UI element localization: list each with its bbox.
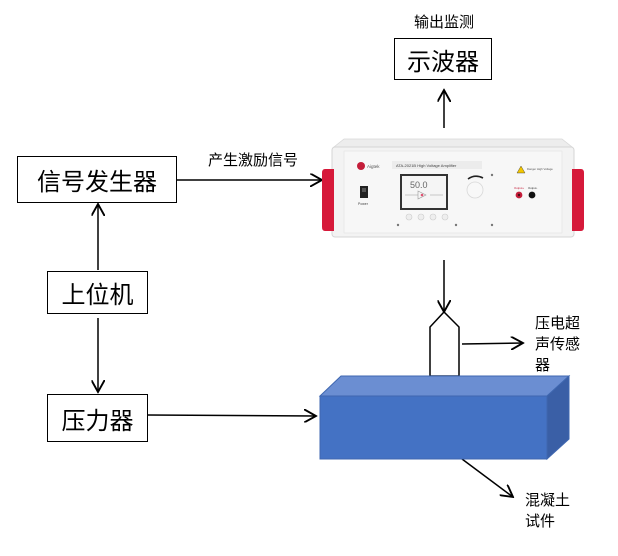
screw bbox=[454, 223, 458, 227]
high-voltage-warning-icon bbox=[516, 165, 526, 174]
specimen-label-line: 试件 bbox=[525, 512, 556, 530]
arrow-sensor-label bbox=[461, 343, 523, 344]
signal-generator-node: 信号发生器 bbox=[17, 156, 177, 203]
specimen-label-line: 混凝土 bbox=[525, 491, 571, 509]
display-screen bbox=[402, 176, 446, 208]
brand-name: Aigtek bbox=[367, 164, 380, 169]
signal-generator-label: 信号发生器 bbox=[37, 168, 157, 196]
screw bbox=[490, 173, 494, 177]
sensor-label-line: 压电超 bbox=[535, 314, 581, 332]
specimen-top-face bbox=[318, 375, 571, 397]
oscilloscope-caption: 输出监测 bbox=[414, 13, 475, 31]
arrow-specimen-label bbox=[461, 458, 513, 497]
sensor-label-line: 声传感 bbox=[535, 335, 581, 353]
display-signal-diagram bbox=[405, 190, 443, 200]
power-switch-rocker bbox=[362, 188, 366, 192]
control-knob bbox=[466, 181, 484, 199]
panel-button bbox=[417, 213, 425, 221]
pressure-device-node: 压力器 bbox=[47, 394, 148, 442]
display-value: 50.0 bbox=[410, 180, 428, 190]
knob-rotation-arrow bbox=[467, 175, 484, 180]
panel-button bbox=[405, 213, 413, 221]
oscilloscope-node: 示波器 bbox=[394, 38, 492, 80]
display-indicator bbox=[420, 193, 424, 197]
arrow-pressure-to-specimen bbox=[146, 415, 316, 416]
warning-text: Danger High Voltage bbox=[527, 167, 553, 171]
power-label: Power bbox=[358, 202, 369, 206]
host-computer-node: 上位机 bbox=[47, 271, 148, 314]
specimen-front-face bbox=[319, 395, 548, 460]
left-handle bbox=[322, 169, 334, 231]
panel-button bbox=[441, 213, 449, 221]
pressure-device-label: 压力器 bbox=[61, 406, 134, 435]
specimen-label: 混凝土 试件 bbox=[525, 490, 570, 532]
output-negative-terminal bbox=[528, 191, 536, 199]
screw bbox=[396, 223, 400, 227]
excitation-edge-label: 产生激励信号 bbox=[208, 151, 299, 169]
output-negative-label: Output- bbox=[528, 186, 537, 190]
amplifier-chassis-top bbox=[332, 138, 574, 148]
sensor-label: 压电超 声传感 器 bbox=[535, 313, 580, 376]
host-computer-label: 上位机 bbox=[61, 281, 134, 309]
high-voltage-amplifier: Aigtek ATA-2021B High Voltage Amplifier … bbox=[322, 138, 584, 238]
brand-logo-icon bbox=[357, 162, 365, 170]
model-name: ATA-2021B High Voltage Amplifier bbox=[396, 163, 457, 168]
output-positive-label: Output+ bbox=[514, 186, 524, 190]
concrete-specimen bbox=[318, 374, 571, 461]
screw bbox=[490, 223, 494, 227]
model-band bbox=[392, 161, 482, 169]
panel-button bbox=[429, 213, 437, 221]
sensor-label-line: 器 bbox=[535, 356, 551, 374]
output-positive-terminal-hole bbox=[517, 193, 521, 197]
oscilloscope-label: 示波器 bbox=[407, 47, 479, 76]
right-handle bbox=[572, 169, 584, 231]
ultrasonic-sensor-shape bbox=[429, 310, 460, 377]
